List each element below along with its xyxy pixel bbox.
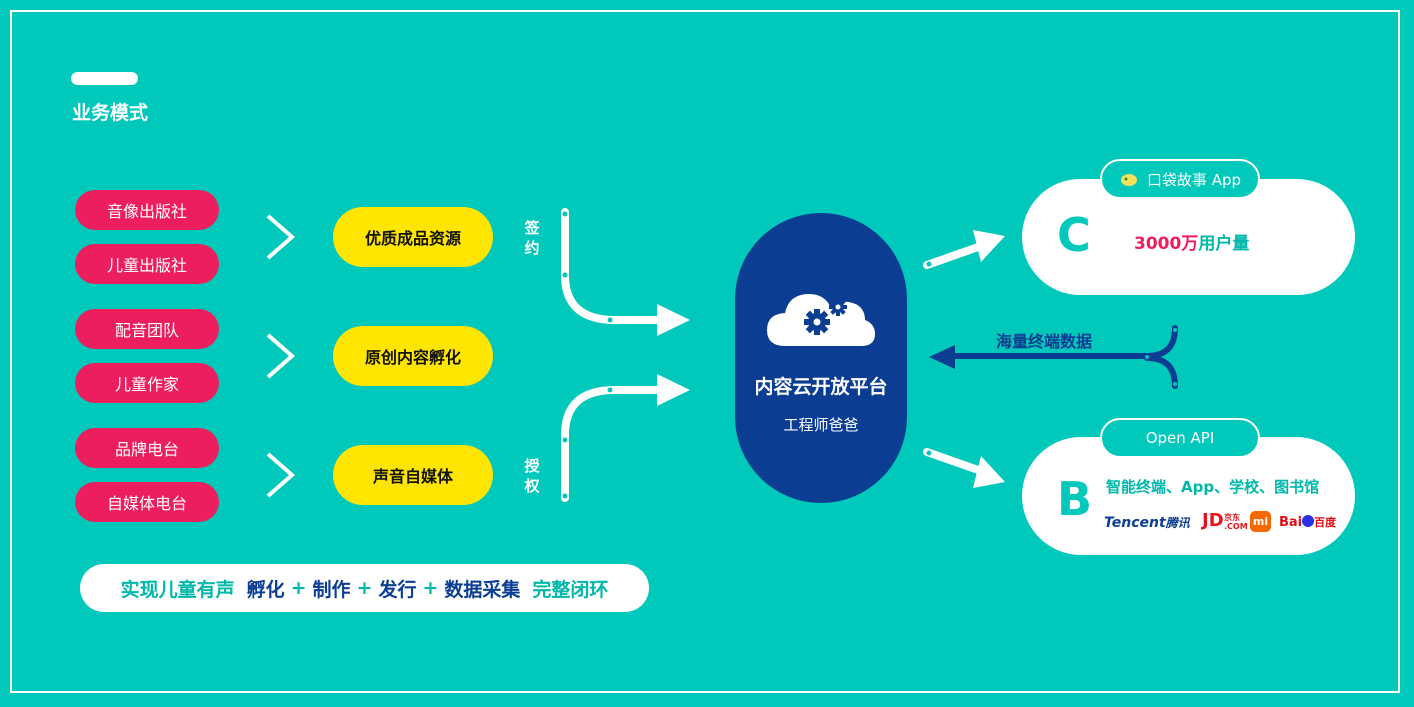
app-logo-icon bbox=[1120, 174, 1137, 186]
baidu-paw-icon bbox=[1302, 515, 1315, 527]
source-pill: 儿童作家 bbox=[75, 363, 219, 403]
source-pill: 音像出版社 bbox=[75, 190, 219, 230]
xiaomi-logo: mi bbox=[1250, 511, 1271, 532]
resource-pill: 原创内容孵化 bbox=[333, 326, 493, 386]
summary-text: 实现儿童有声 bbox=[120, 578, 235, 601]
user-count-text: 用户量 bbox=[1198, 234, 1250, 254]
baidu-logo: Bai 百度 bbox=[1279, 514, 1336, 530]
jd-logo-small: 京东 .COM bbox=[1224, 513, 1248, 531]
chevron-right-icon bbox=[266, 214, 296, 260]
baidu-logo-en: Bai bbox=[1279, 515, 1303, 530]
consumer-app-tab: 口袋故事 App bbox=[1100, 159, 1260, 199]
business-description: 智能终端、App、学校、图书馆 bbox=[1106, 478, 1320, 496]
source-pill: 品牌电台 bbox=[75, 428, 219, 468]
jd-logo-text: JD bbox=[1202, 510, 1224, 531]
bottom-summary-banner: 实现儿童有声 孵化 + 制作 + 发行 + 数据采集 完整闭环 bbox=[80, 564, 649, 612]
summary-step: 数据采集 bbox=[444, 578, 521, 601]
resource-pill: 声音自媒体 bbox=[333, 445, 493, 505]
authorize-label: 授权 bbox=[524, 457, 540, 495]
summary-plus: + bbox=[290, 577, 307, 599]
jd-logo-cn: 京东 bbox=[1224, 513, 1240, 522]
outflow-arrow-consumer bbox=[923, 230, 1005, 269]
cloud-gear-icon bbox=[767, 294, 875, 346]
tencent-logo-cn: 腾讯 bbox=[1165, 516, 1190, 530]
consumer-letter: C bbox=[1057, 208, 1091, 262]
sign-label: 签约 bbox=[524, 219, 540, 257]
tencent-logo-en: Tencent bbox=[1104, 515, 1166, 531]
chevron-right-icon bbox=[266, 452, 296, 498]
consumer-app-name: 口袋故事 App bbox=[1146, 170, 1242, 189]
chevron-right-icon bbox=[266, 333, 296, 379]
source-pill: 儿童出版社 bbox=[75, 244, 219, 284]
tencent-logo: Tencent腾讯 bbox=[1104, 514, 1190, 531]
outflow-arrow-business bbox=[923, 448, 1005, 488]
user-count-number: 3000万 bbox=[1134, 234, 1199, 254]
user-count: 3000万用户量 bbox=[1134, 229, 1249, 254]
business-letter: B bbox=[1057, 472, 1093, 526]
summary-plus: + bbox=[422, 577, 439, 599]
xiaomi-logo-text: mi bbox=[1252, 515, 1269, 528]
platform-oval bbox=[735, 213, 907, 503]
source-pill: 自媒体电台 bbox=[75, 482, 219, 522]
inflow-arrows bbox=[561, 208, 690, 502]
baidu-logo-cn: 百度 bbox=[1314, 516, 1337, 529]
title-accent-bar bbox=[71, 72, 138, 85]
summary-plus: + bbox=[356, 577, 373, 599]
summary-step: 制作 bbox=[312, 578, 351, 601]
resource-pill: 优质成品资源 bbox=[333, 207, 493, 267]
data-return-arrow bbox=[929, 325, 1178, 389]
open-api-tab: Open API bbox=[1100, 418, 1260, 458]
jd-logo: JD bbox=[1202, 510, 1224, 531]
outer-frame bbox=[10, 10, 1400, 693]
data-return-label: 海量终端数据 bbox=[996, 332, 1093, 351]
summary-step: 孵化 bbox=[246, 578, 285, 601]
page-title: 业务模式 bbox=[72, 102, 149, 124]
jd-logo-com: .COM bbox=[1224, 522, 1248, 531]
platform-subtitle: 工程师爸爸 bbox=[783, 416, 859, 434]
platform-title: 内容云开放平台 bbox=[754, 376, 888, 398]
summary-step: 发行 bbox=[378, 578, 417, 601]
open-api-label: Open API bbox=[1145, 429, 1215, 447]
source-pill: 配音团队 bbox=[75, 309, 219, 349]
summary-text: 完整闭环 bbox=[532, 578, 609, 601]
